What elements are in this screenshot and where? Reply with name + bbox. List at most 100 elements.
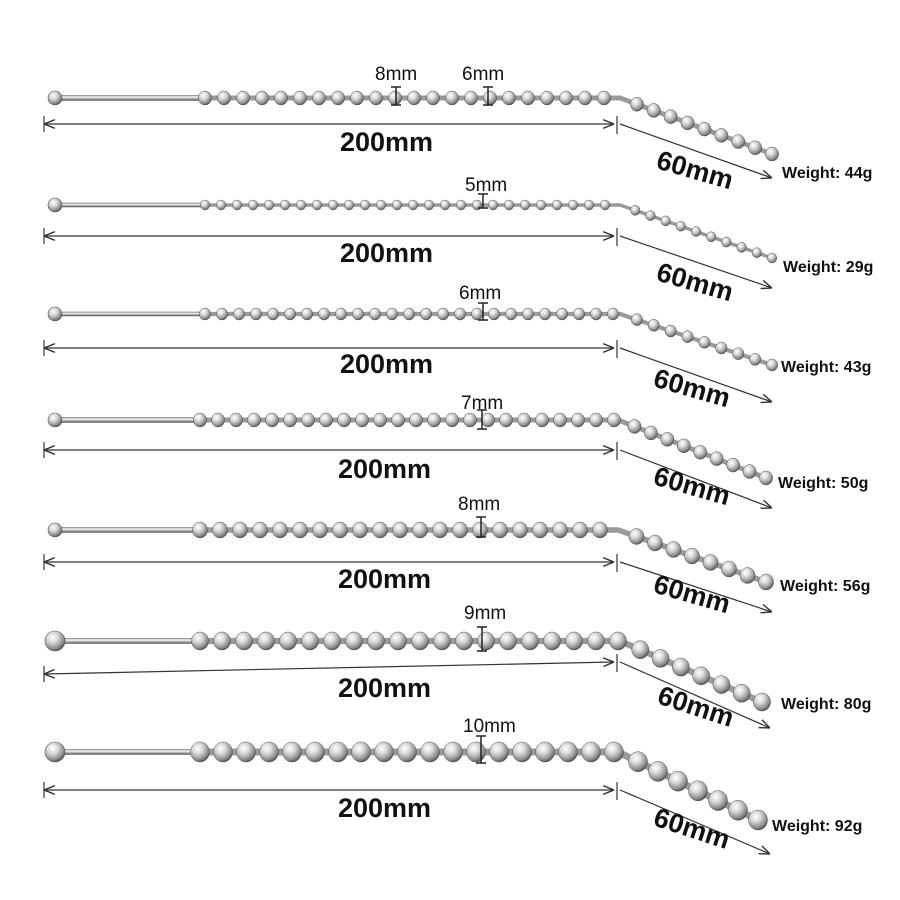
rod-bead	[216, 307, 228, 321]
rod-bead	[521, 90, 535, 106]
rod-bead	[751, 247, 762, 258]
rod-bead	[587, 631, 605, 651]
rod-bead	[456, 199, 466, 211]
rod-bead	[301, 307, 313, 321]
straight-dimension-line-6	[44, 662, 614, 674]
rod-row-5: 8mm 200mm 60mm Weight: 56g	[43, 494, 870, 619]
rod-bead	[698, 336, 711, 349]
rod-bead	[190, 741, 210, 763]
rod-bead	[728, 800, 748, 821]
rod-bead	[571, 412, 585, 428]
rod-bead	[481, 412, 495, 428]
rod-bead	[391, 412, 405, 428]
rod-bead	[697, 121, 712, 137]
rod-bead	[373, 412, 387, 428]
rod-bead	[721, 560, 737, 578]
weight-label-6: Weight: 80g	[781, 696, 871, 713]
rod-bead	[280, 199, 290, 211]
rod-bead	[552, 521, 568, 539]
rod-bead	[386, 307, 398, 321]
rod-bead	[312, 199, 322, 211]
curve-length-label-2: 60mm	[653, 257, 736, 307]
rod-bead	[607, 412, 621, 428]
rod-bead	[247, 412, 261, 428]
rod-bead	[556, 307, 568, 321]
rod-bead	[452, 521, 468, 539]
rod-bead	[488, 307, 500, 321]
rod-bead	[499, 631, 517, 651]
rod-bead	[512, 521, 528, 539]
rod-bead	[344, 199, 354, 211]
rod-bead	[463, 412, 477, 428]
rod-6-illustration	[44, 630, 771, 712]
rod-bead	[543, 631, 561, 651]
rod-bead	[629, 96, 644, 112]
rod-bead	[409, 412, 423, 428]
rod-bead	[630, 205, 641, 216]
rod-row-1: 8mm 6mm 200mm 60mm Weight: 44g	[43, 64, 872, 195]
rod-bead	[535, 412, 549, 428]
straight-length-label-6: 200mm	[338, 673, 431, 703]
rod-bead	[213, 741, 233, 763]
rod-bead	[628, 751, 648, 772]
rod-bead	[609, 631, 627, 651]
rod-bead	[335, 307, 347, 321]
rod-bead	[767, 252, 777, 264]
weight-label-3: Weight: 43g	[781, 359, 871, 376]
rod-bead	[292, 521, 308, 539]
rod-bead	[559, 90, 573, 106]
rod-shaft	[54, 638, 201, 644]
curve-dimension-line-6	[619, 661, 770, 728]
rod-bead	[235, 631, 253, 651]
bead-diameter-marker-6	[477, 626, 487, 652]
rod-bead	[267, 307, 279, 321]
rod-bead	[305, 741, 325, 763]
rod-bead	[597, 90, 611, 106]
straight-length-label-1: 200mm	[340, 127, 433, 157]
rod-bead	[403, 307, 415, 321]
rod-bead	[714, 128, 729, 143]
rod-bead	[604, 741, 624, 763]
rod-bead	[217, 90, 231, 106]
rod-bead	[721, 236, 732, 248]
rod-bead	[389, 631, 407, 651]
rod-bead	[726, 457, 741, 473]
curve-dimension-line-3	[619, 347, 772, 402]
rod-bead	[592, 521, 608, 539]
rod-bead	[192, 521, 208, 539]
curve-dimension-line-7	[619, 789, 770, 854]
rod-bead	[250, 307, 262, 321]
rod-bead	[753, 692, 771, 712]
bead-diameter-marker-5	[476, 516, 486, 538]
curve-length-label-3: 60mm	[650, 363, 733, 413]
rod-bead	[668, 770, 688, 792]
rod-bead	[293, 90, 307, 106]
rod-bead	[432, 521, 448, 539]
rod-bead	[749, 353, 762, 366]
rod-bead	[664, 324, 677, 338]
rod-bead	[688, 780, 708, 802]
rod-bead	[232, 521, 248, 539]
rod-bead	[765, 146, 779, 162]
rod-bead	[558, 741, 578, 763]
rod-bead	[536, 199, 546, 211]
rod-bead	[578, 90, 592, 106]
rod-bead	[739, 567, 756, 584]
rod-bead	[296, 199, 306, 211]
rod-bead	[212, 521, 228, 539]
rod-bead	[628, 528, 645, 545]
rod-bead	[392, 199, 402, 211]
rod-bead	[274, 90, 288, 106]
rod-bead	[607, 307, 619, 321]
rod-bead	[264, 199, 274, 211]
rod-bead	[236, 90, 250, 106]
rod-bead	[350, 90, 364, 106]
rod-end-cap	[47, 412, 63, 428]
straight-length-label-7: 200mm	[338, 793, 431, 823]
rod-bead	[645, 210, 656, 221]
rod-bead	[236, 741, 256, 763]
rod-bead	[351, 741, 371, 763]
rod-bead	[355, 412, 369, 428]
rod-row-6: 9mm 200mm 60mm Weight: 80g	[43, 603, 871, 733]
